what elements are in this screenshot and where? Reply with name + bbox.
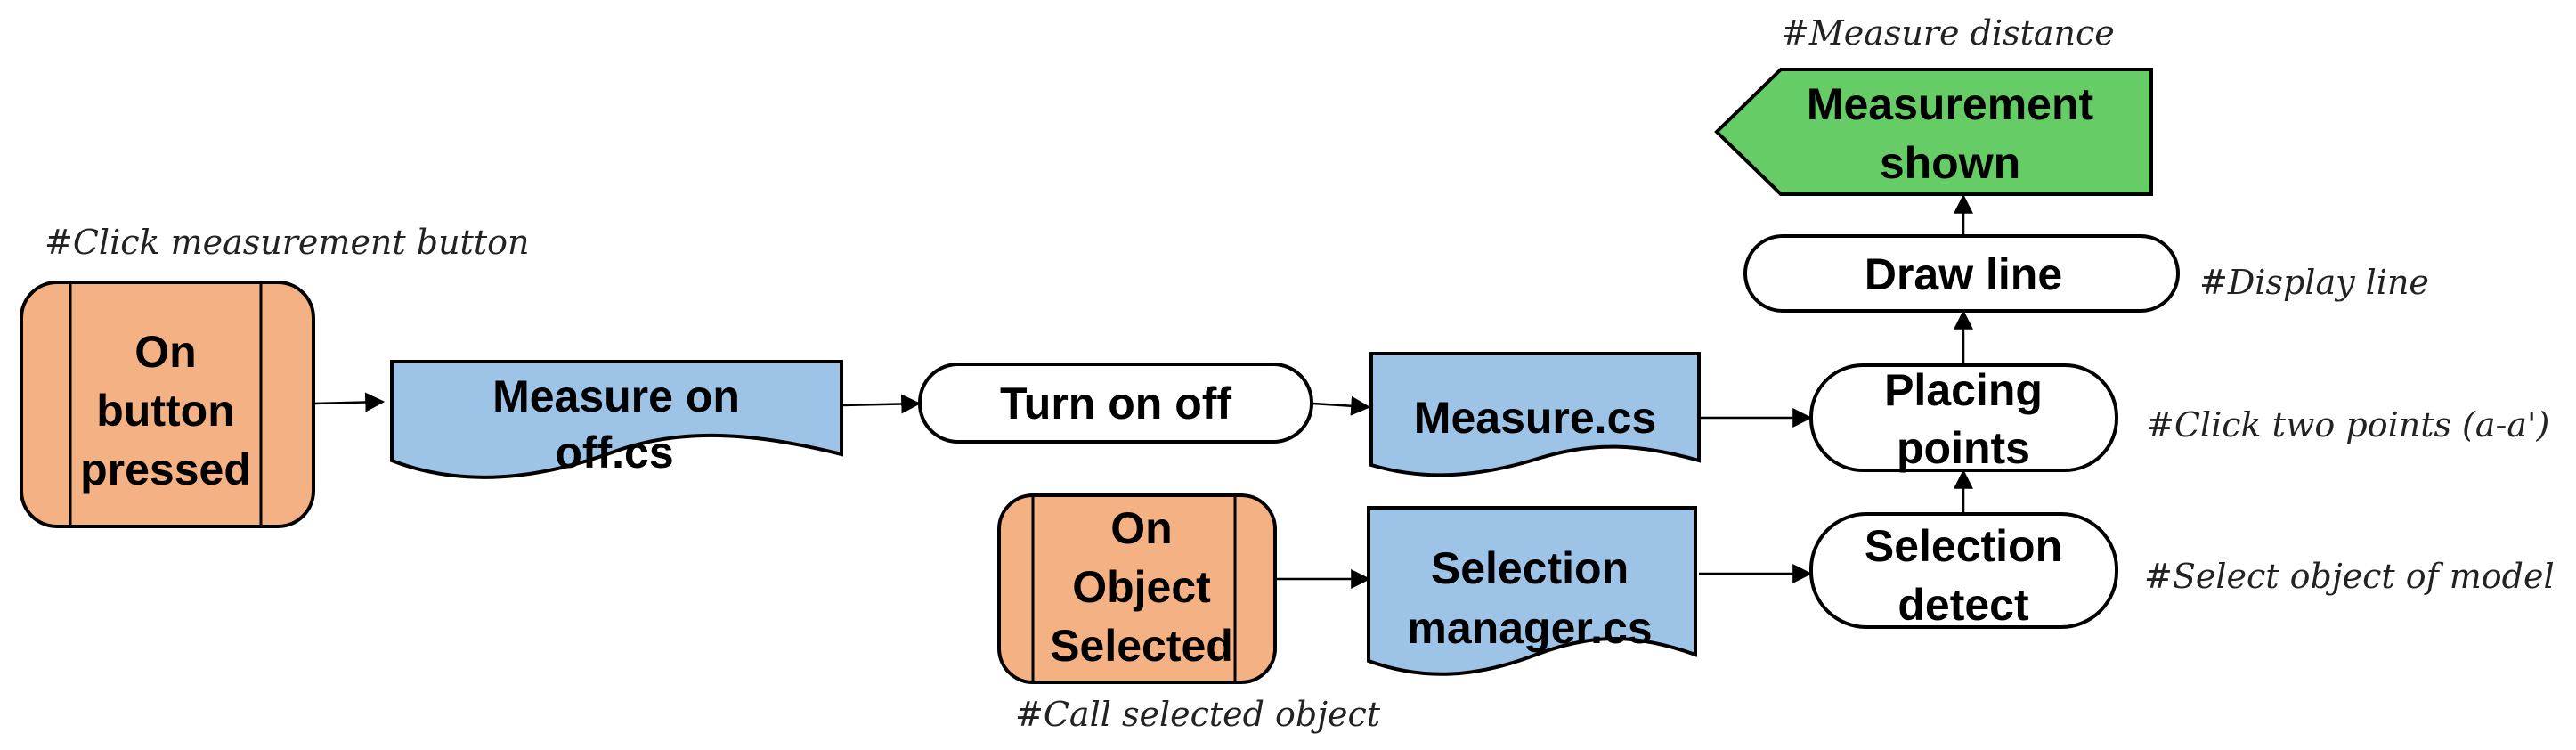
- node-label-line: On: [134, 327, 196, 377]
- node-measure-on-off-cs: Measure on off.cs: [390, 360, 843, 479]
- process-shape: [918, 363, 1313, 444]
- node-on-button-pressed: On button pressed: [20, 281, 315, 528]
- note-click-measurement-button: #Click measurement button: [45, 223, 529, 262]
- edge-measure-onoff-to-turn: [841, 394, 922, 414]
- node-label-line: Placing: [1884, 365, 2043, 415]
- event-shape: [997, 493, 1277, 684]
- node-label-line: Object: [1072, 562, 1211, 612]
- document-shape: [390, 360, 843, 479]
- note-call-selected-object: #Call selected object: [1015, 695, 1381, 734]
- node-placing-points: Placing points: [1809, 363, 2118, 473]
- note-select-object: #Select object of model: [2144, 557, 2555, 596]
- node-on-object-selected: On Object Selected: [997, 493, 1277, 684]
- node-label-line: Selected: [1050, 621, 1233, 671]
- note-click-two-points: #Click two points (a-a'): [2146, 405, 2549, 444]
- node-turn-on-off: Turn on off: [918, 363, 1313, 444]
- node-selection-detect: Selection detect: [1809, 512, 2118, 630]
- annotations: #Click measurement button #Measure dista…: [45, 13, 2555, 734]
- node-label-line: Draw line: [1865, 249, 2062, 299]
- node-label-line: detect: [1897, 580, 2029, 630]
- document-shape: [1367, 506, 1697, 676]
- node-label-line: Turn on off: [1000, 379, 1231, 428]
- node-label-line: Measure on: [492, 371, 740, 421]
- node-label-line: off.cs: [555, 428, 673, 477]
- node-label-line: manager.cs: [1407, 603, 1652, 653]
- display-shape: [1714, 68, 2153, 196]
- node-label-line: Selection: [1431, 543, 1629, 593]
- event-shape: [20, 281, 315, 528]
- note-measure-distance: #Measure distance: [1781, 13, 2115, 53]
- node-label-line: pressed: [80, 444, 251, 494]
- process-shape: [1809, 512, 2118, 629]
- node-selection-manager-cs: Selection manager.cs: [1367, 506, 1697, 676]
- edges: [313, 193, 1973, 589]
- node-measure-cs: Measure.cs: [1369, 352, 1701, 477]
- document-shape: [1369, 352, 1701, 477]
- node-label-line: shown: [1880, 138, 2020, 188]
- process-shape: [1743, 234, 2180, 313]
- node-label-line: On: [1110, 503, 1172, 553]
- edge-turn-to-measure-cs: [1312, 395, 1371, 416]
- node-measurement-shown: Measurement shown: [1714, 68, 2153, 196]
- note-display-line: #Display line: [2199, 263, 2429, 302]
- node-label-line: Measure.cs: [1414, 393, 1656, 443]
- node-label-line: Selection: [1865, 521, 2062, 571]
- node-label-line: button: [96, 386, 234, 436]
- node-label-line: Measurement: [1807, 79, 2094, 129]
- node-draw-line: Draw line: [1743, 234, 2180, 313]
- process-shape: [1809, 363, 2118, 472]
- edge-button-to-measure-onoff: [313, 392, 386, 412]
- node-label-line: points: [1897, 423, 2030, 473]
